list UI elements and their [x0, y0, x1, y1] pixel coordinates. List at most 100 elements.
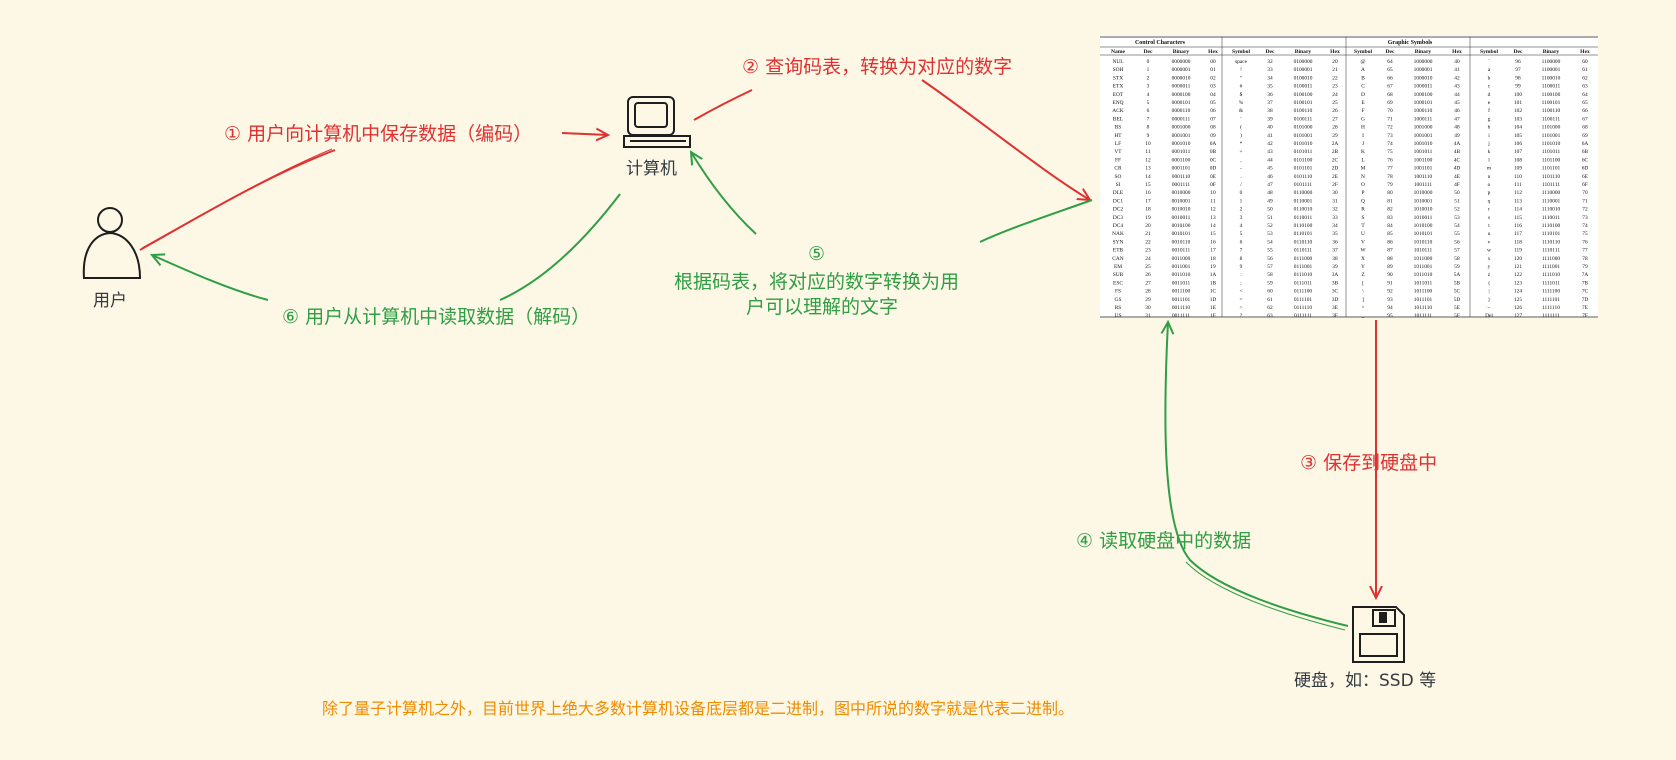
table-cell-dec: 12	[1145, 157, 1151, 163]
table-cell-hex: 5C	[1454, 289, 1461, 295]
table-cell-hex: 7C	[1582, 289, 1589, 295]
table-cell-name: NUL	[1112, 59, 1123, 65]
table-cell-dec: 44	[1267, 157, 1273, 163]
table-cell-hex: 48	[1454, 125, 1460, 131]
table-cell-dec: 122	[1514, 272, 1522, 278]
table-cell-binary: 0010100	[1172, 223, 1191, 229]
table-cell-hex: 26	[1332, 108, 1338, 114]
table-cell-dec: 104	[1514, 125, 1522, 131]
table-cell-hex: 76	[1582, 239, 1588, 245]
table-cell-binary: 0010111	[1172, 248, 1191, 254]
table-cell-hex: 7D	[1582, 297, 1589, 303]
table-header-cell: Name	[1111, 49, 1125, 55]
table-cell-binary: 0110011	[1294, 215, 1313, 221]
table-cell-binary: 1011101	[1414, 297, 1433, 303]
table-cell-binary: 1010110	[1414, 239, 1433, 245]
table-cell-name: M	[1361, 166, 1366, 172]
table-cell-name: ,	[1240, 157, 1242, 163]
table-cell-binary: 1111000	[1542, 256, 1561, 262]
table-cell-hex: 5F	[1454, 313, 1460, 318]
table-cell-name: S	[1362, 215, 1365, 221]
table-cell-dec: 31	[1145, 313, 1151, 318]
table-cell-name: LF	[1115, 141, 1121, 147]
table-cell-dec: 90	[1387, 272, 1393, 278]
table-cell-binary: 1000001	[1414, 67, 1433, 73]
table-cell-hex: 1A	[1210, 272, 1217, 278]
table-cell-dec: 62	[1267, 305, 1273, 311]
table-header-cell: Hex	[1330, 49, 1340, 55]
table-cell-name: W	[1360, 248, 1366, 254]
table-cell-dec: 108	[1514, 157, 1522, 163]
table-cell-dec: 109	[1514, 166, 1522, 172]
table-cell-binary: 0100100	[1294, 92, 1313, 98]
table-cell-hex: 5E	[1454, 305, 1461, 311]
table-cell-hex: 0F	[1210, 182, 1216, 188]
table-cell-name: -	[1240, 166, 1242, 172]
table-cell-binary: 1100100	[1542, 92, 1561, 98]
table-cell-binary: 1110001	[1542, 198, 1561, 204]
control-characters-title: Control Characters	[1135, 40, 1186, 46]
table-cell-name: (	[1240, 124, 1242, 131]
table-cell-dec: 66	[1387, 75, 1393, 81]
table-cell-binary: 0000111	[1172, 116, 1191, 122]
table-cell-binary: 1010101	[1414, 231, 1433, 237]
table-cell-hex: 37	[1332, 248, 1338, 254]
table-cell-dec: 88	[1387, 256, 1393, 262]
table-cell-dec: 51	[1267, 215, 1273, 221]
table-cell-name: CAN	[1112, 256, 1123, 262]
table-cell-hex: 3F	[1332, 313, 1338, 318]
table-cell-hex: 29	[1332, 133, 1338, 139]
table-cell-name: @	[1361, 59, 1366, 65]
table-cell-binary: 0111000	[1294, 256, 1313, 262]
table-cell-binary: 1001011	[1414, 149, 1433, 155]
table-cell-dec: 120	[1514, 256, 1522, 262]
table-cell-binary: 1011000	[1414, 256, 1433, 262]
table-cell-name: 4	[1240, 223, 1243, 229]
table-cell-name: :	[1240, 272, 1242, 278]
table-cell-dec: 65	[1387, 67, 1393, 73]
table-cell-binary: 1100010	[1542, 75, 1561, 81]
table-cell-name: <	[1239, 289, 1242, 295]
table-cell-hex: 43	[1454, 84, 1460, 90]
table-cell-hex: 7B	[1582, 280, 1589, 286]
table-cell-hex: 1D	[1210, 297, 1217, 303]
table-cell-dec: 85	[1387, 231, 1393, 237]
table-cell-hex: 41	[1454, 67, 1460, 73]
table-cell-dec: 68	[1387, 92, 1393, 98]
table-header-cell: Hex	[1580, 49, 1590, 55]
table-cell-dec: 27	[1145, 280, 1151, 286]
table-cell-dec: 23	[1145, 248, 1151, 254]
table-cell-hex: 46	[1454, 108, 1460, 114]
table-cell-dec: 38	[1267, 108, 1273, 114]
table-cell-name: O	[1361, 182, 1365, 188]
table-cell-name: a	[1488, 67, 1491, 73]
table-cell-hex: 70	[1582, 190, 1588, 196]
table-cell-hex: 1B	[1210, 280, 1217, 286]
table-header-cell: Symbol	[1480, 49, 1498, 55]
table-cell-binary: 1101100	[1542, 157, 1561, 163]
table-cell-binary: 0111110	[1294, 305, 1312, 311]
table-cell-hex: 74	[1582, 223, 1588, 229]
table-cell-dec: 115	[1514, 215, 1522, 221]
table-cell-hex: 71	[1582, 198, 1588, 204]
table-cell-dec: 13	[1145, 166, 1151, 172]
table-cell-name: DC2	[1113, 207, 1123, 213]
table-cell-hex: 28	[1332, 125, 1338, 131]
table-cell-binary: 1001111	[1414, 182, 1433, 188]
table-cell-dec: 5	[1147, 100, 1150, 106]
table-cell-binary: 0101101	[1294, 166, 1313, 172]
table-cell-hex: 0E	[1210, 174, 1217, 180]
table-cell-dec: 32	[1267, 59, 1273, 65]
table-cell-dec: 9	[1147, 133, 1150, 139]
table-cell-dec: 79	[1387, 182, 1393, 188]
table-cell-dec: 69	[1387, 100, 1393, 106]
arrow-disk-to-table-echo	[1185, 561, 1346, 631]
table-cell-name: E	[1361, 100, 1365, 106]
table-cell-name: ^	[1362, 305, 1365, 311]
user-label: 用户	[93, 291, 127, 311]
table-cell-name: {	[1488, 280, 1491, 286]
table-cell-dec: 75	[1387, 149, 1393, 155]
table-cell-name: !	[1240, 67, 1242, 73]
table-cell-hex: 40	[1454, 59, 1460, 65]
